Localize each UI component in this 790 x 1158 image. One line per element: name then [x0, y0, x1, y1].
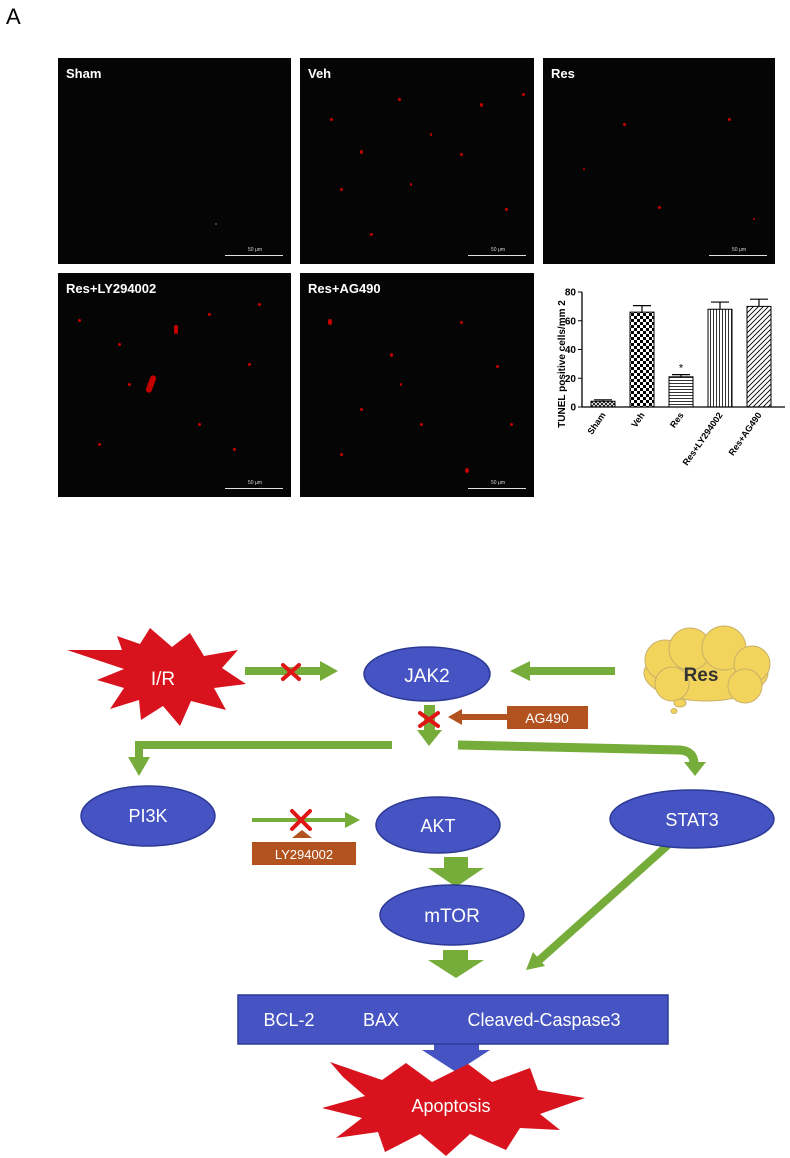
bcl2-label: BCL-2 [263, 1010, 314, 1030]
x-tick-label: Res+LY294002 [681, 410, 725, 467]
jak2-node [363, 646, 491, 702]
block-mark-icon [290, 809, 312, 831]
arrow-stat3-to-box [526, 842, 671, 970]
scale-bar [709, 255, 767, 256]
pathway-diagram: I/R JAK2 Res AG490 PI3K AKT STAT3 LY2940… [67, 625, 775, 1156]
y-axis-label: TUNEL positive cells/mm 2 [557, 300, 568, 428]
stat3-node [609, 789, 775, 849]
jak2-label: JAK2 [404, 666, 449, 687]
akt-label: AKT [420, 816, 455, 836]
micrograph-sham: Sham 50 μm [58, 58, 291, 264]
block-mark-icon [281, 663, 301, 681]
panel-letter: A [6, 4, 21, 29]
x-tick-label: Sham [585, 410, 607, 436]
scale-label: 50 μm [491, 480, 505, 486]
scale-label: 50 μm [732, 247, 746, 253]
protein-box [237, 994, 669, 1045]
x-tick-label: Res [668, 410, 686, 429]
arrow-branch-left [128, 741, 392, 776]
apoptosis-burst-icon [322, 1062, 585, 1156]
arrow-branch-right [457, 740, 706, 776]
y-tick-label: 60 [565, 316, 577, 327]
arrow-res-to-jak2 [510, 661, 615, 681]
y-tick-label: 20 [565, 374, 577, 385]
micrograph-label: Res+AG490 [308, 281, 381, 296]
ly294002-pointer [292, 830, 312, 838]
apoptosis-label: Apoptosis [411, 1096, 490, 1116]
scale-bar [468, 255, 526, 256]
ag490-pointer [448, 709, 507, 725]
scale-bar [225, 488, 283, 489]
micrograph-res: Res 50 μm [543, 58, 775, 264]
ag490-box [507, 706, 588, 729]
scale-bar [225, 255, 283, 256]
mtor-node [379, 884, 525, 946]
arrow-akt-to-mtor [428, 857, 484, 887]
bar-Res+LY294002 [707, 308, 733, 408]
scale-label: 50 μm [248, 480, 262, 486]
pi3k-label: PI3K [128, 806, 167, 826]
res-label: Res [684, 665, 719, 686]
y-tick-label: 80 [565, 288, 577, 299]
akt-node [375, 796, 501, 854]
micrograph-label: Sham [66, 66, 102, 81]
pi3k-node [80, 785, 216, 847]
ly294002-box [252, 842, 356, 865]
bar-Veh [629, 311, 655, 408]
stat3-label: STAT3 [665, 810, 718, 830]
micrograph-label: Res [551, 66, 575, 81]
ir-label: I/R [151, 669, 175, 690]
res-cloud-icon [643, 625, 771, 714]
micrograph-label: Res+LY294002 [66, 281, 157, 296]
block-mark-icon [418, 711, 440, 728]
bar-Sham [590, 400, 616, 408]
micrograph-label: Veh [308, 66, 332, 81]
x-tick-label: Veh [629, 410, 646, 429]
ly294002-label: LY294002 [275, 847, 333, 862]
cleaved-caspase3-label: Cleaved-Caspase3 [467, 1010, 620, 1030]
scale-label: 50 μm [248, 247, 262, 253]
bar-Res [668, 376, 694, 408]
micrograph-res-ly294002: Res+LY294002 50 μm [58, 273, 291, 497]
scale-label: 50 μm [491, 247, 505, 253]
ag490-label: AG490 [525, 710, 569, 726]
mtor-label: mTOR [424, 906, 480, 927]
y-tick-label: 0 [570, 403, 576, 414]
arrow-mtor-to-box [428, 950, 484, 978]
significance-marker: * [679, 363, 684, 375]
micrograph-res-ag490: Res+AG490 50 μm [300, 273, 534, 497]
ir-burst-icon [67, 628, 246, 726]
arrow-box-to-apoptosis [422, 1044, 490, 1072]
y-tick-label: 40 [565, 345, 577, 356]
arrow-ir-to-jak2 [245, 661, 338, 681]
bar-Res+AG490 [746, 305, 772, 408]
bax-label: BAX [363, 1010, 399, 1030]
tunel-bar-chart: TUNEL positive cells/mm 2 0 20 40 60 80 * Sh… [557, 288, 785, 467]
x-tick-label: Res+AG490 [727, 410, 764, 457]
scale-bar [468, 488, 526, 489]
micrograph-veh: Veh 50 μm [300, 58, 534, 264]
